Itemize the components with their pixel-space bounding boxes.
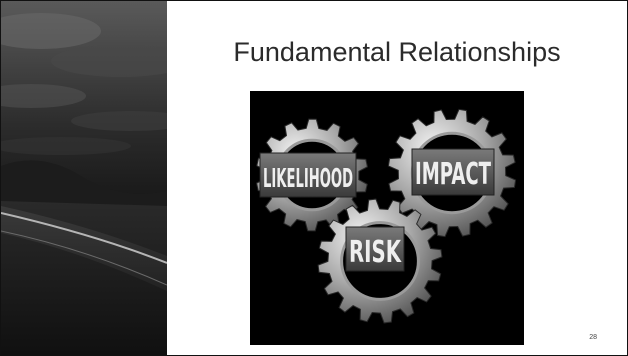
gear-label-impact: IMPACT — [411, 148, 495, 196]
svg-text:IMPACT: IMPACT — [415, 157, 491, 192]
night-road-image — [1, 1, 167, 355]
svg-text:LIKELIHOOD: LIKELIHOOD — [263, 164, 353, 194]
gear-label-risk: RISK — [345, 226, 405, 272]
gear-image: LIKELIHOOD IMPACT RISK — [250, 91, 524, 345]
gear-label-likelihood: LIKELIHOOD — [259, 152, 357, 198]
svg-text:RISK: RISK — [349, 235, 402, 270]
slide-title: Fundamental Relationships — [233, 37, 561, 67]
gears-illustration: LIKELIHOOD IMPACT RISK — [250, 91, 524, 345]
side-photo-night-road — [1, 1, 167, 355]
slide-number: 28 — [589, 334, 597, 341]
